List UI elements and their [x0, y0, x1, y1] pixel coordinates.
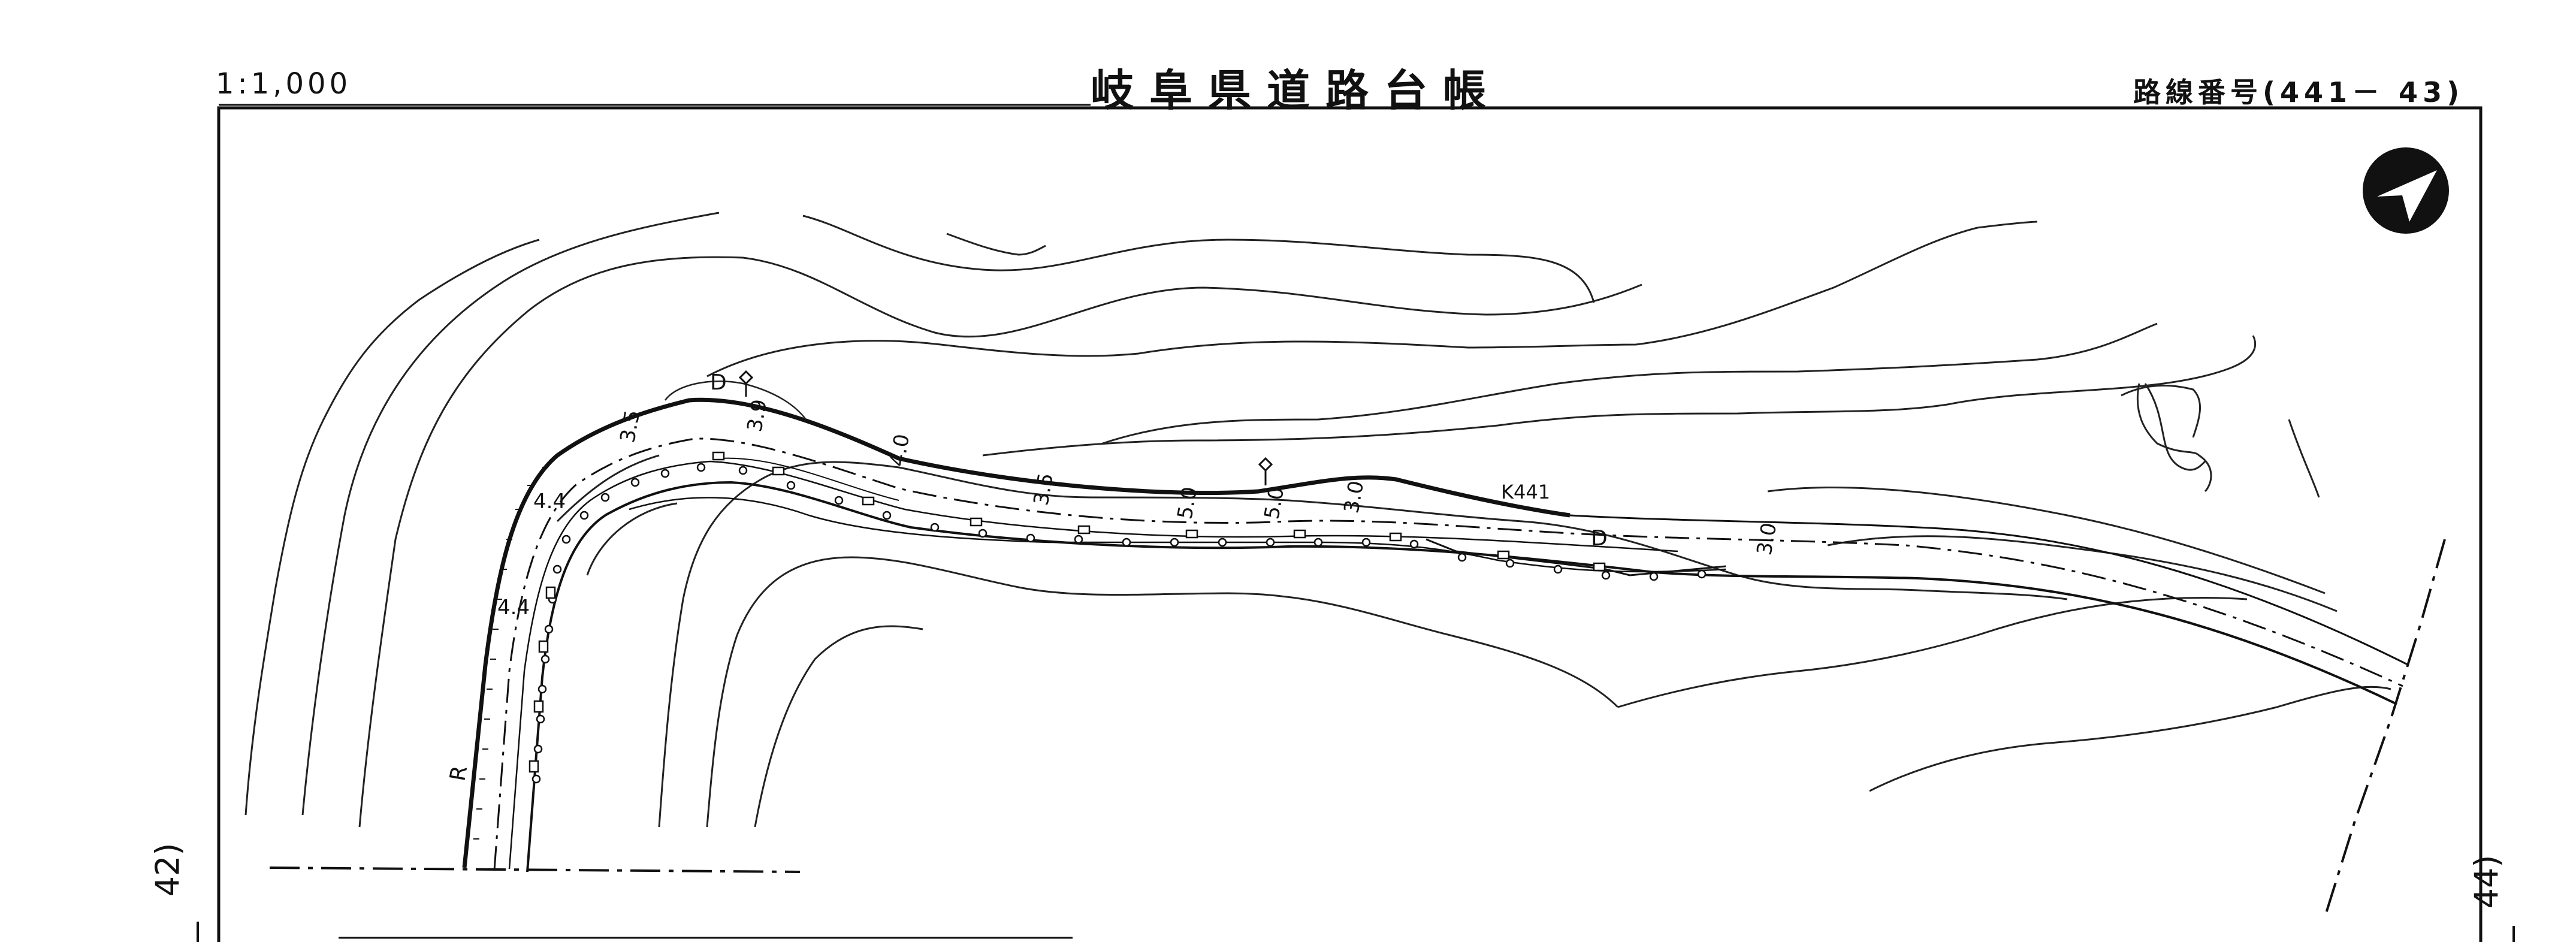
- sheet-edge-ticks: [197, 922, 2515, 942]
- route-label: K441: [1501, 481, 1550, 503]
- pole-markers: [738, 370, 1273, 485]
- width-label: 3.5: [615, 408, 645, 444]
- edge-ticks: [473, 467, 548, 840]
- scale-label: 1:1,000: [216, 67, 352, 101]
- route-number: 路線番号(441－ 43): [2133, 76, 2465, 108]
- boundary-lines: [269, 539, 2446, 917]
- width-label: 4.0: [885, 432, 914, 468]
- marker-label: D: [1591, 526, 1608, 551]
- contour-lines: [244, 212, 2391, 828]
- width-label: 5.0: [1260, 485, 1289, 521]
- width-label: 4.4: [533, 490, 566, 514]
- width-label: 3.9: [742, 397, 772, 433]
- north-arrow-icon: [2363, 147, 2449, 234]
- road-alignment: [462, 397, 2409, 872]
- width-label: 4.4: [497, 596, 530, 620]
- curb-markers: [529, 451, 1707, 784]
- map-frame: [217, 104, 2483, 942]
- marker-label: R: [445, 764, 472, 783]
- width-label: 3.5: [1029, 471, 1058, 507]
- turning-circle: [664, 380, 807, 420]
- width-label: 3.0: [1752, 521, 1781, 557]
- width-label: 3.0: [1339, 479, 1369, 515]
- marker-label: D: [710, 370, 727, 395]
- width-label: 5.0: [1173, 485, 1202, 521]
- map-labels: K441 3.5 3.9 4.4 4.4 4.0 3.5 5.0 5.0 3.0…: [445, 370, 1781, 783]
